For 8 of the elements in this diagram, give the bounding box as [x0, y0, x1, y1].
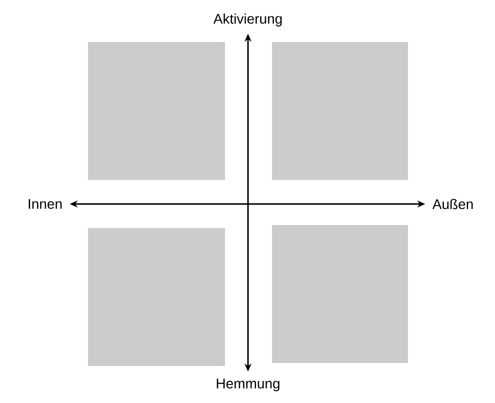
- axis-label: Innen: [28, 199, 62, 209]
- axis-label: Hemmung: [216, 378, 280, 392]
- axis-label: Außen: [432, 198, 473, 210]
- quadrant-box: [88, 228, 225, 366]
- quadrant-box: [272, 42, 408, 180]
- quadrant-box: [88, 42, 225, 180]
- quadrant-box: [272, 225, 408, 363]
- axis-label: Aktivierung: [213, 13, 282, 27]
